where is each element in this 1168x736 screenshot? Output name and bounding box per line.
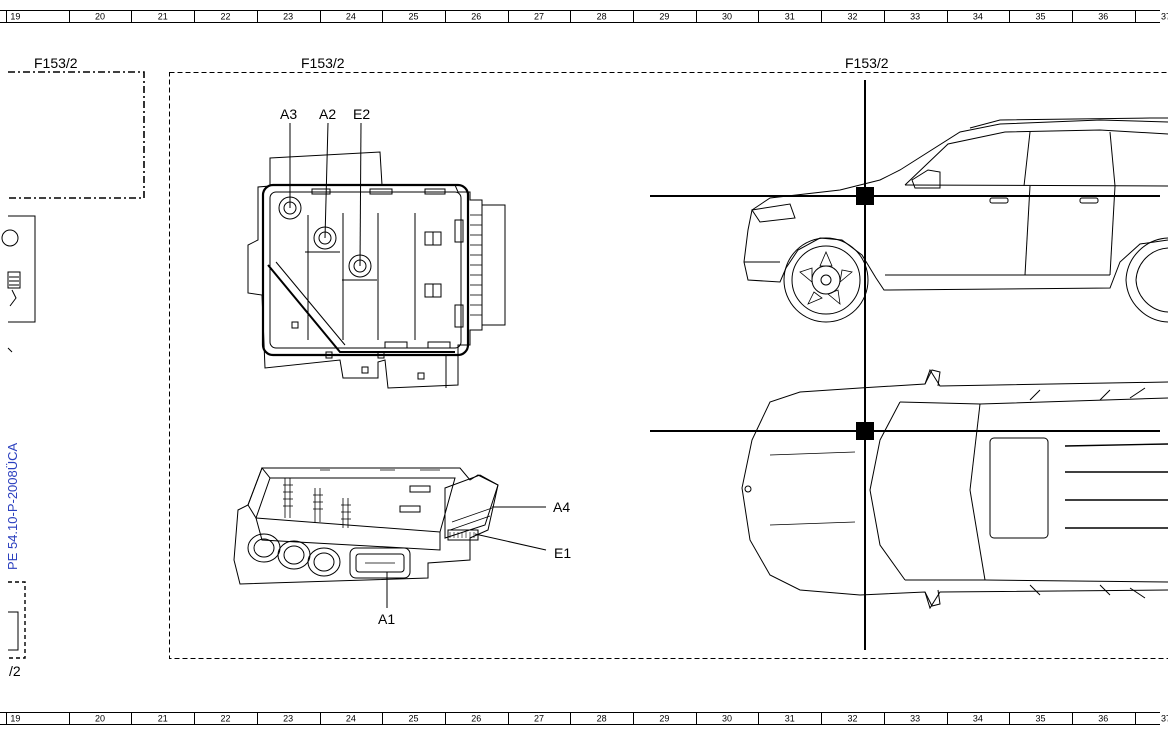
top-ruler-number: 22 [220, 12, 230, 22]
top-ruler-number: 27 [534, 12, 544, 22]
bottom-ruler-number: 32 [847, 714, 857, 724]
top-ruler-number: 24 [346, 12, 356, 22]
location-crosshair [650, 80, 1160, 650]
connector-label-a4: A4 [553, 499, 570, 515]
top-ruler-number: 29 [659, 12, 669, 22]
suv-side-icon [743, 117, 1168, 323]
location-marker-icon [856, 422, 874, 440]
top-ruler: 19 20 21 22 23 24 25 26 27 28 29 30 31 32 33 34 35 36 37 [0, 10, 1168, 23]
bottom-ruler-number: 21 [158, 714, 168, 724]
bottom-ruler-number: 30 [722, 714, 732, 724]
top-ruler-number: 26 [471, 12, 481, 22]
left-zone-label: F153/2 [34, 55, 78, 71]
document-code: PE 54.10-P-2008ÜCA [5, 442, 20, 570]
bottom-left-fragment-label: /2 [9, 663, 21, 679]
top-ruler-number: 28 [597, 12, 607, 22]
main-zone: F153/2 F153/2 [169, 55, 1168, 659]
top-ruler-number: 32 [847, 12, 857, 22]
top-ruler-number: 34 [973, 12, 983, 22]
bottom-ruler-number: 20 [95, 714, 105, 724]
bottom-ruler-number: 27 [534, 714, 544, 724]
bottom-ruler-number: 33 [910, 714, 920, 724]
bottom-ruler-ticks [6, 712, 1136, 725]
top-ruler-number: 35 [1036, 12, 1046, 22]
top-ruler-number: 21 [158, 12, 168, 22]
bottom-ruler-number: 34 [973, 714, 983, 724]
top-ruler-number: 37 [1161, 12, 1168, 22]
vehicle-zone-label: F153/2 [845, 55, 889, 71]
top-ruler-number: 19 [10, 12, 20, 22]
suv-top-icon [741, 368, 1168, 610]
fuse-box-top-icon [247, 151, 506, 389]
top-ruler-number: 20 [95, 12, 105, 22]
top-connector-labels: A3 A2 E2 [280, 106, 370, 267]
bottom-ruler-number: 24 [346, 714, 356, 724]
connector-label-e1: E1 [554, 545, 571, 561]
fuse-box-iso-icon [233, 467, 499, 585]
top-ruler-number: 30 [722, 12, 732, 22]
bottom-ruler-numbers: 19 20 21 22 23 24 25 26 27 28 29 30 31 32 33 34 35 36 37 [10, 714, 1168, 724]
top-ruler-ticks [6, 10, 1136, 23]
bottom-ruler-number: 29 [659, 714, 669, 724]
iso-connector-labels: A4 E1 A1 [378, 499, 571, 627]
bottom-ruler-number: 35 [1036, 714, 1046, 724]
bottom-ruler-number: 31 [785, 714, 795, 724]
main-zone-label: F153/2 [301, 55, 345, 71]
top-ruler-number: 33 [910, 12, 920, 22]
bottom-ruler-number: 37 [1161, 714, 1168, 724]
partial-connector-icon [1, 215, 36, 323]
top-ruler-numbers: 19 20 21 22 23 24 25 26 27 28 29 30 31 32 33 34 35 36 37 [10, 12, 1168, 22]
top-ruler-number: 25 [409, 12, 419, 22]
connector-label-e2: E2 [353, 106, 370, 122]
bottom-ruler-number: 22 [220, 714, 230, 724]
top-ruler-number: 23 [283, 12, 293, 22]
top-ruler-number: 31 [785, 12, 795, 22]
location-marker-icon [856, 187, 874, 205]
bottom-ruler-number: 28 [597, 714, 607, 724]
left-zone: F153/2 PE 54.10-P-2008ÜCA /2 [1, 55, 145, 679]
bottom-ruler-number: 36 [1098, 714, 1108, 724]
top-ruler-number: 36 [1098, 12, 1108, 22]
bottom-ruler-number: 19 [10, 714, 20, 724]
connector-label-a2: A2 [319, 106, 336, 122]
bottom-ruler-number: 26 [471, 714, 481, 724]
bottom-ruler-number: 23 [283, 714, 293, 724]
bottom-ruler: 19 20 21 22 23 24 25 26 27 28 29 30 31 32 33 34 35 36 37 [0, 712, 1168, 725]
connector-label-a1: A1 [378, 611, 395, 627]
bottom-ruler-number: 25 [409, 714, 419, 724]
connector-label-a3: A3 [280, 106, 297, 122]
